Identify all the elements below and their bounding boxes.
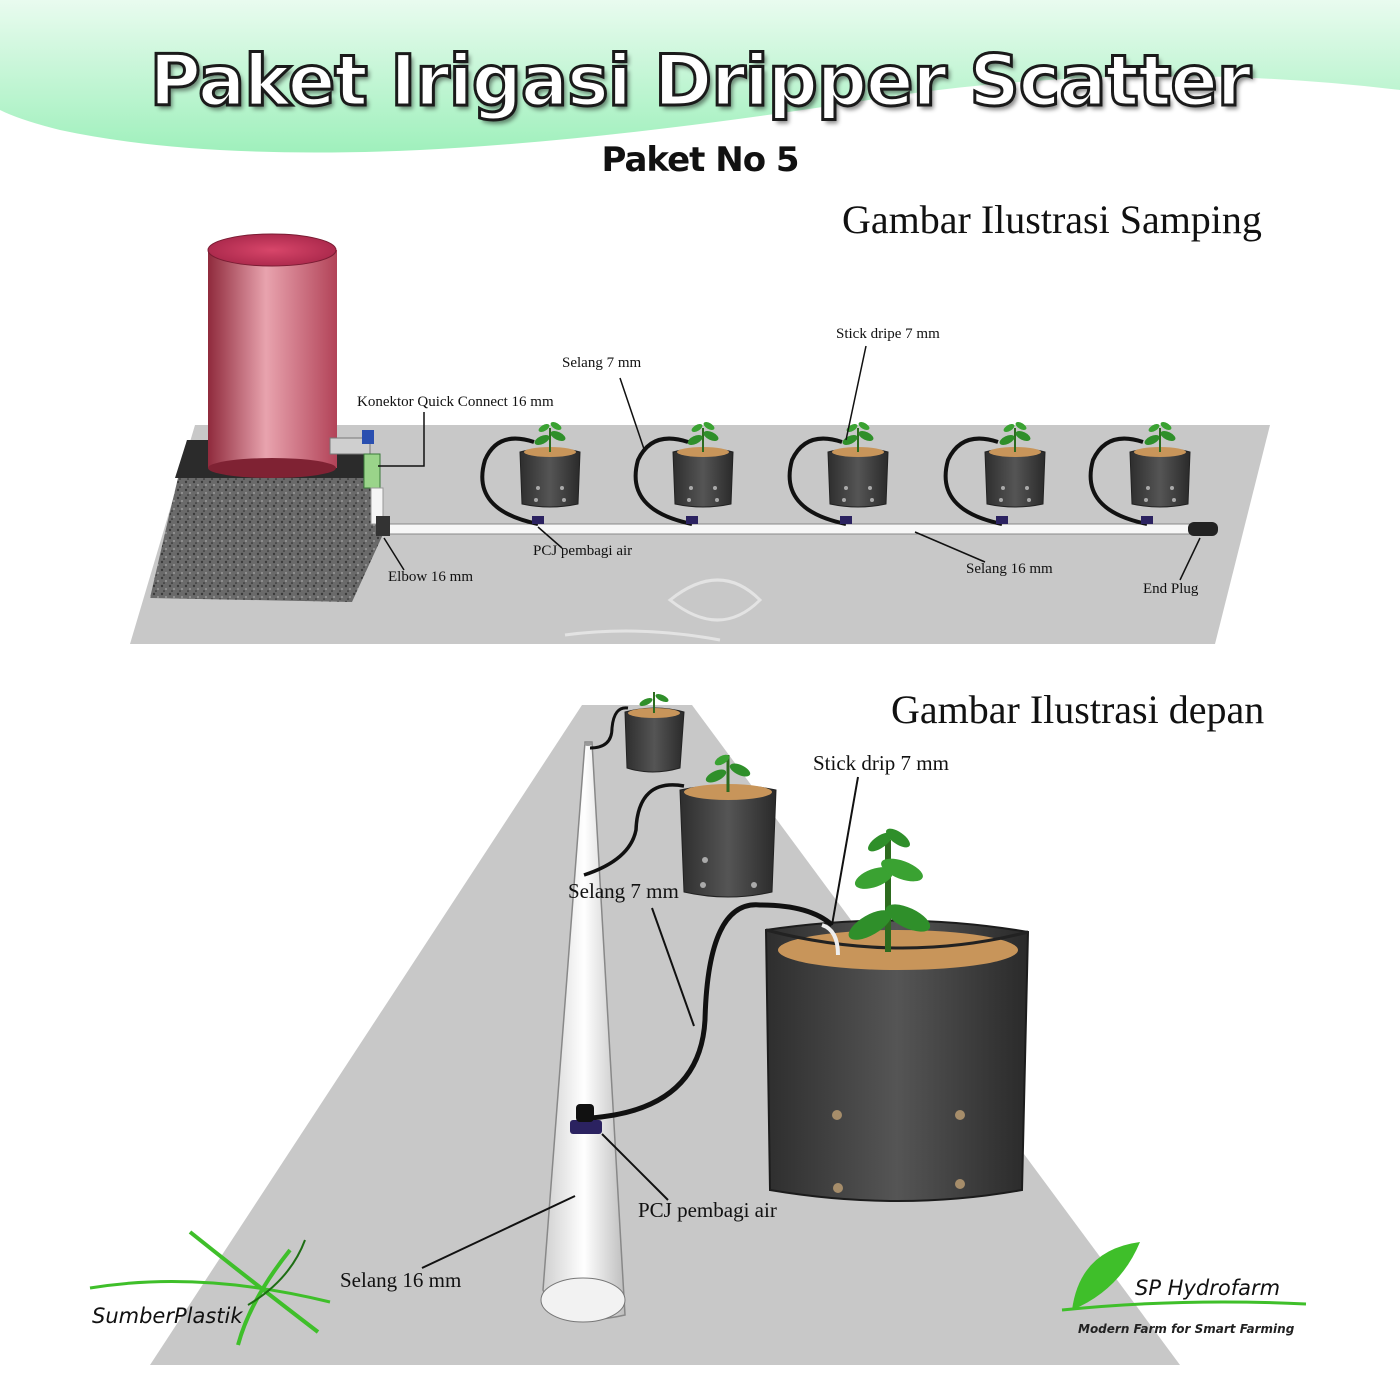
sp-hydrofarm-logo-mark [1061, 1242, 1307, 1312]
label-side-hose-main: Selang 16 mm [966, 561, 1053, 577]
side-view-title: Gambar Ilustrasi Samping [842, 197, 1262, 242]
front-pcj [570, 1104, 602, 1134]
sp-hydrofarm-tagline: Modern Farm for Smart Farming [1078, 1322, 1295, 1336]
page-title: Paket Irigasi Dripper Scatter [148, 39, 1253, 124]
side-end-plug [1188, 522, 1218, 536]
front-pot-far [624, 692, 685, 773]
sumberplastik-logo-text: SumberPlastik [92, 1304, 243, 1328]
water-tank [207, 233, 337, 478]
front-main-hose [540, 741, 626, 1323]
page-subtitle: Paket No 5 [601, 140, 799, 180]
label-elbow: Elbow 16 mm [388, 569, 473, 585]
label-front-hose-small: Selang 7 mm [568, 879, 679, 903]
front-view [150, 692, 1180, 1365]
label-end-plug: End Plug [1143, 581, 1199, 597]
label-front-pcj: PCJ pembagi air [638, 1198, 777, 1222]
sumberplastik-logo-mark [89, 1230, 331, 1346]
label-side-hose-small: Selang 7 mm [562, 355, 642, 371]
header-band [0, 0, 1400, 153]
tap-connector [329, 430, 384, 525]
side-view [130, 233, 1270, 644]
label-side-stick: Stick dripe 7 mm [836, 326, 940, 342]
label-connector: Konektor Quick Connect 16 mm [357, 394, 554, 410]
side-pots [480, 419, 1191, 526]
side-main-hose [377, 523, 1191, 535]
tank-pedestal [150, 440, 385, 602]
label-side-pcj: PCJ pembagi air [533, 543, 633, 559]
label-front-hose-main: Selang 16 mm [340, 1268, 462, 1292]
label-front-stick: Stick drip 7 mm [813, 751, 949, 775]
front-pot-middle [679, 754, 777, 898]
front-view-title: Gambar Ilustrasi depan [891, 687, 1265, 732]
sp-hydrofarm-logo-text: SP Hydrofarm [1135, 1276, 1281, 1300]
